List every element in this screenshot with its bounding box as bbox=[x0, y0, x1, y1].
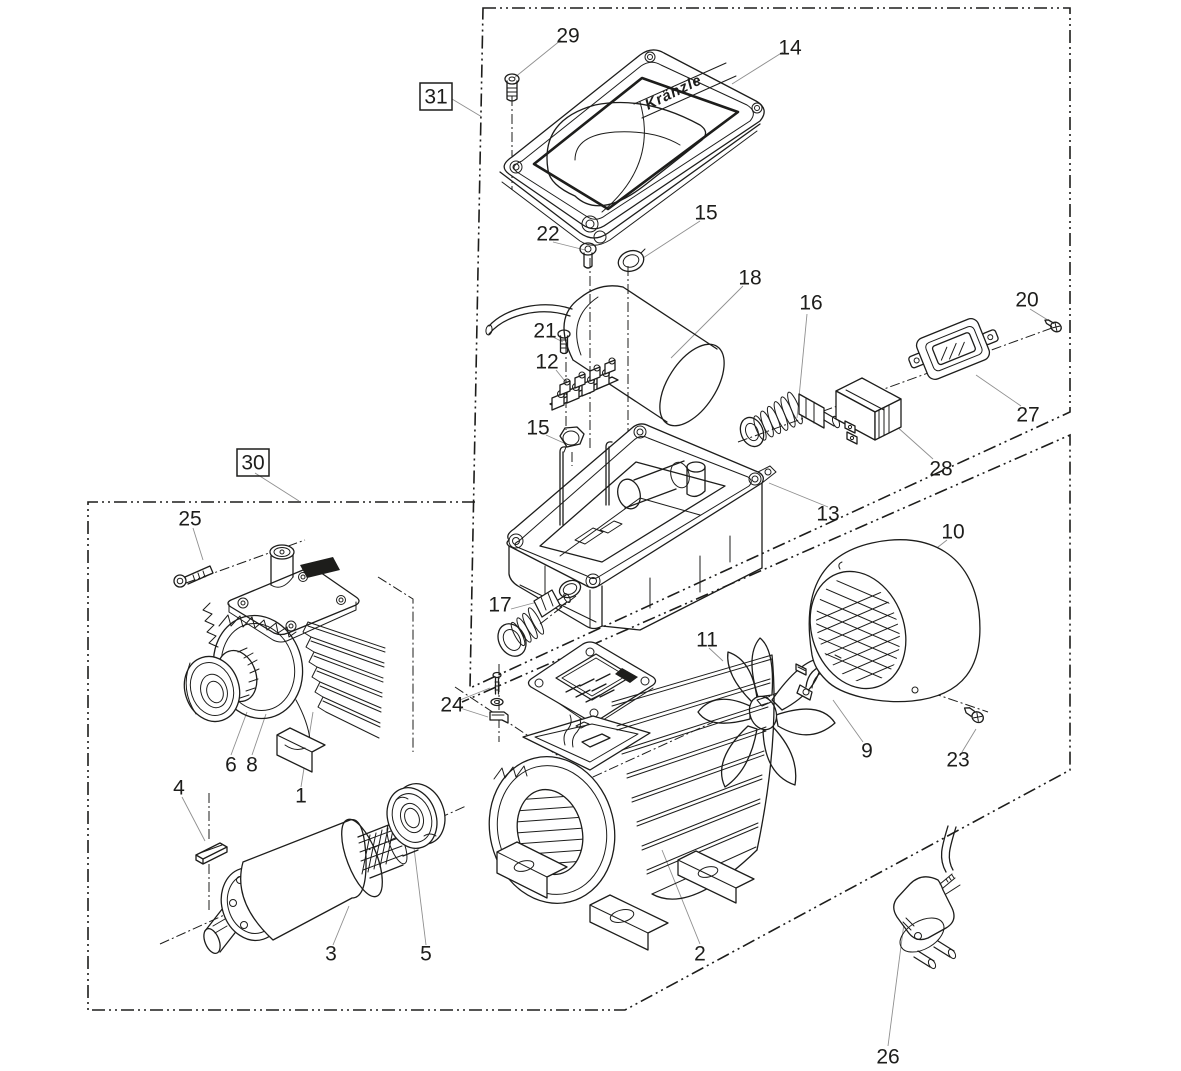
callout-box-31 bbox=[419, 82, 453, 111]
callout-26: 26 bbox=[876, 1046, 899, 1069]
part-12-terminal-block-drawing bbox=[549, 357, 619, 411]
callout-6: 6 bbox=[225, 754, 237, 777]
part-20-screw-drawing bbox=[1044, 319, 1062, 333]
callout-14: 14 bbox=[778, 37, 802, 60]
part-1-pump-housing-drawing bbox=[202, 544, 386, 773]
callout-17: 17 bbox=[488, 594, 511, 617]
part-15-nut-lower-drawing bbox=[559, 426, 585, 453]
part-21-screw-drawing bbox=[557, 329, 571, 355]
callout-15: 15 bbox=[526, 417, 549, 440]
group-boundary-31 bbox=[469, 7, 1071, 690]
callout-25: 25 bbox=[178, 508, 201, 531]
callout-23: 23 bbox=[946, 749, 969, 772]
callout-30: 30 bbox=[241, 452, 264, 475]
callout-24: 24 bbox=[440, 694, 464, 717]
part-4-key-drawing bbox=[195, 842, 228, 865]
callout-15: 15 bbox=[694, 202, 717, 225]
callout-29: 29 bbox=[556, 25, 579, 48]
part-2-motor-drawing bbox=[488, 654, 775, 951]
callout-22: 22 bbox=[536, 223, 559, 246]
callout-5: 5 bbox=[420, 943, 432, 966]
callout-20: 20 bbox=[1015, 289, 1038, 312]
part-26-plug-drawing bbox=[893, 825, 961, 970]
callout-28: 28 bbox=[929, 458, 952, 481]
part-29-screw-drawing bbox=[504, 73, 520, 102]
part-5-bearing-drawing bbox=[386, 783, 446, 849]
part-22-screw-drawing bbox=[579, 242, 597, 269]
vent-plate-drawing bbox=[527, 641, 657, 725]
group-boundary-30-and-motor bbox=[87, 433, 1071, 1011]
leader-lines bbox=[181, 39, 1052, 1047]
callout-1: 1 bbox=[295, 785, 307, 808]
callout-12: 12 bbox=[535, 351, 558, 374]
callout-10: 10 bbox=[941, 521, 964, 544]
part-6-8-seal-set-drawing bbox=[183, 647, 260, 723]
part-10-fan-cover-drawing bbox=[808, 539, 981, 703]
callout-31: 31 bbox=[424, 86, 447, 109]
callout-9: 9 bbox=[861, 740, 873, 763]
callout-8: 8 bbox=[246, 754, 258, 777]
part-27-bezel-drawing bbox=[908, 318, 999, 380]
part-3-rotor-drawing bbox=[203, 818, 421, 954]
part-13-housing-drawing bbox=[506, 423, 777, 631]
part-23-screw-drawing bbox=[963, 707, 984, 724]
cable-stub-drawing bbox=[485, 304, 573, 336]
part-15-nut-upper-drawing bbox=[617, 248, 646, 273]
callout-2: 2 bbox=[694, 943, 706, 966]
callout-3: 3 bbox=[325, 943, 337, 966]
callout-21: 21 bbox=[533, 320, 556, 343]
callout-box-30 bbox=[236, 448, 270, 477]
callout-4: 4 bbox=[173, 777, 185, 800]
part-24-screw-set-drawing bbox=[489, 671, 509, 724]
callout-16: 16 bbox=[799, 292, 822, 315]
callout-11: 11 bbox=[696, 629, 718, 652]
callout-18: 18 bbox=[738, 267, 761, 290]
callout-13: 13 bbox=[816, 503, 839, 526]
part-16-cable-gland-drawing bbox=[739, 391, 841, 448]
callout-27: 27 bbox=[1016, 404, 1039, 427]
part-14-cover-drawing: Kränzle bbox=[499, 49, 765, 246]
part-28-switch-drawing bbox=[835, 377, 902, 445]
part-17-cable-gland-drawing bbox=[497, 589, 571, 657]
part-25-screw-drawing bbox=[173, 565, 214, 588]
